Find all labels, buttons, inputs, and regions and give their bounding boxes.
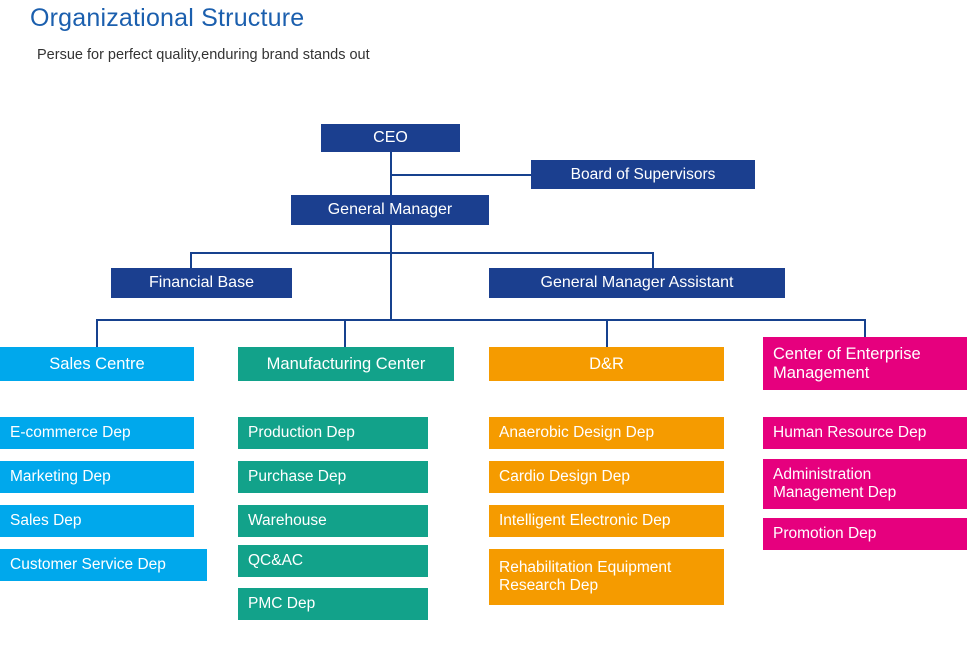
connector-sales-down (96, 319, 98, 348)
node-qc-ac-label: QC&AC (248, 552, 304, 570)
node-production-dep-label: Production Dep (248, 424, 355, 442)
node-purchase-dep-label: Purchase Dep (248, 468, 347, 486)
node-intelligent-electronic-dep-label: Intelligent Electronic Dep (499, 512, 671, 530)
connector-gm-trunk (390, 252, 392, 320)
node-ceo[interactable]: CEO (321, 124, 460, 152)
page-subtitle: Persue for perfect quality,enduring bran… (37, 47, 370, 63)
node-production-dep[interactable]: Production Dep (238, 417, 428, 449)
node-general-manager-assistant[interactable]: General Manager Assistant (489, 268, 785, 298)
node-dr[interactable]: D&R (489, 347, 724, 381)
node-pmc-dep-label: PMC Dep (248, 595, 316, 613)
connector-dr-down (606, 319, 608, 348)
node-gma-label: General Manager Assistant (540, 273, 734, 291)
connector-coem-down (864, 319, 866, 348)
node-general-manager[interactable]: General Manager (291, 195, 489, 225)
node-admin-label-line1: Administration (773, 466, 872, 484)
node-e-commerce-dep-label: E-commerce Dep (10, 424, 131, 442)
node-board-label: Board of Supervisors (570, 165, 716, 183)
node-promotion-dep[interactable]: Promotion Dep (763, 518, 967, 550)
node-anaerobic-design-dep[interactable]: Anaerobic Design Dep (489, 417, 724, 449)
connector-ceo-down (390, 151, 392, 209)
connector-gma-down (652, 252, 654, 269)
connector-level3-bar (190, 252, 654, 254)
node-customer-service-dep[interactable]: Customer Service Dep (0, 549, 207, 581)
node-human-resource-dep-label: Human Resource Dep (773, 424, 927, 442)
node-rehab-label-line1: Rehabilitation Equipment (499, 559, 672, 577)
node-warehouse[interactable]: Warehouse (238, 505, 428, 537)
node-sales-centre-label: Sales Centre (49, 354, 145, 373)
node-board-of-supervisors[interactable]: Board of Supervisors (531, 160, 755, 189)
node-rehabilitation-equipment-research-dep[interactable]: Rehabilitation Equipment Research Dep (489, 549, 724, 605)
node-customer-service-dep-label: Customer Service Dep (10, 556, 166, 574)
node-financial-base[interactable]: Financial Base (111, 268, 292, 298)
node-administration-management-dep[interactable]: Administration Management Dep (763, 459, 967, 509)
node-coem-label-line1: Center of Enterprise (773, 344, 921, 363)
node-sales-dep-label: Sales Dep (10, 512, 82, 530)
node-coem-label-line2: Management (773, 363, 870, 382)
connector-financial-down (190, 252, 192, 269)
node-dr-label: D&R (589, 354, 624, 373)
node-purchase-dep[interactable]: Purchase Dep (238, 461, 428, 493)
node-financial-base-label: Financial Base (149, 273, 254, 291)
node-center-of-enterprise-management[interactable]: Center of Enterprise Management (763, 337, 967, 390)
node-rehab-label-line2: Research Dep (499, 577, 599, 594)
node-manufacturing-center[interactable]: Manufacturing Center (238, 347, 454, 381)
node-qc-ac[interactable]: QC&AC (238, 545, 428, 577)
connector-level4-bar (96, 319, 866, 321)
node-e-commerce-dep[interactable]: E-commerce Dep (0, 417, 194, 449)
connector-ceo-board (390, 174, 531, 176)
page-title: Organizational Structure (30, 4, 305, 32)
node-ceo-label: CEO (373, 128, 408, 146)
node-anaerobic-design-dep-label: Anaerobic Design Dep (499, 424, 655, 442)
node-manufacturing-label: Manufacturing Center (266, 354, 426, 373)
node-marketing-dep[interactable]: Marketing Dep (0, 461, 194, 493)
node-general-manager-label: General Manager (327, 200, 453, 218)
node-cardio-design-dep[interactable]: Cardio Design Dep (489, 461, 724, 493)
node-cardio-design-dep-label: Cardio Design Dep (499, 468, 630, 486)
node-warehouse-label: Warehouse (248, 512, 327, 530)
node-promotion-dep-label: Promotion Dep (773, 525, 877, 543)
node-sales-dep[interactable]: Sales Dep (0, 505, 194, 537)
node-sales-centre[interactable]: Sales Centre (0, 347, 194, 381)
node-marketing-dep-label: Marketing Dep (10, 468, 111, 486)
node-intelligent-electronic-dep[interactable]: Intelligent Electronic Dep (489, 505, 724, 537)
node-human-resource-dep[interactable]: Human Resource Dep (763, 417, 967, 449)
node-pmc-dep[interactable]: PMC Dep (238, 588, 428, 620)
node-admin-label-line2: Management Dep (773, 484, 897, 501)
connector-manufacturing-down (344, 319, 346, 348)
connector-gm-down (390, 225, 392, 265)
